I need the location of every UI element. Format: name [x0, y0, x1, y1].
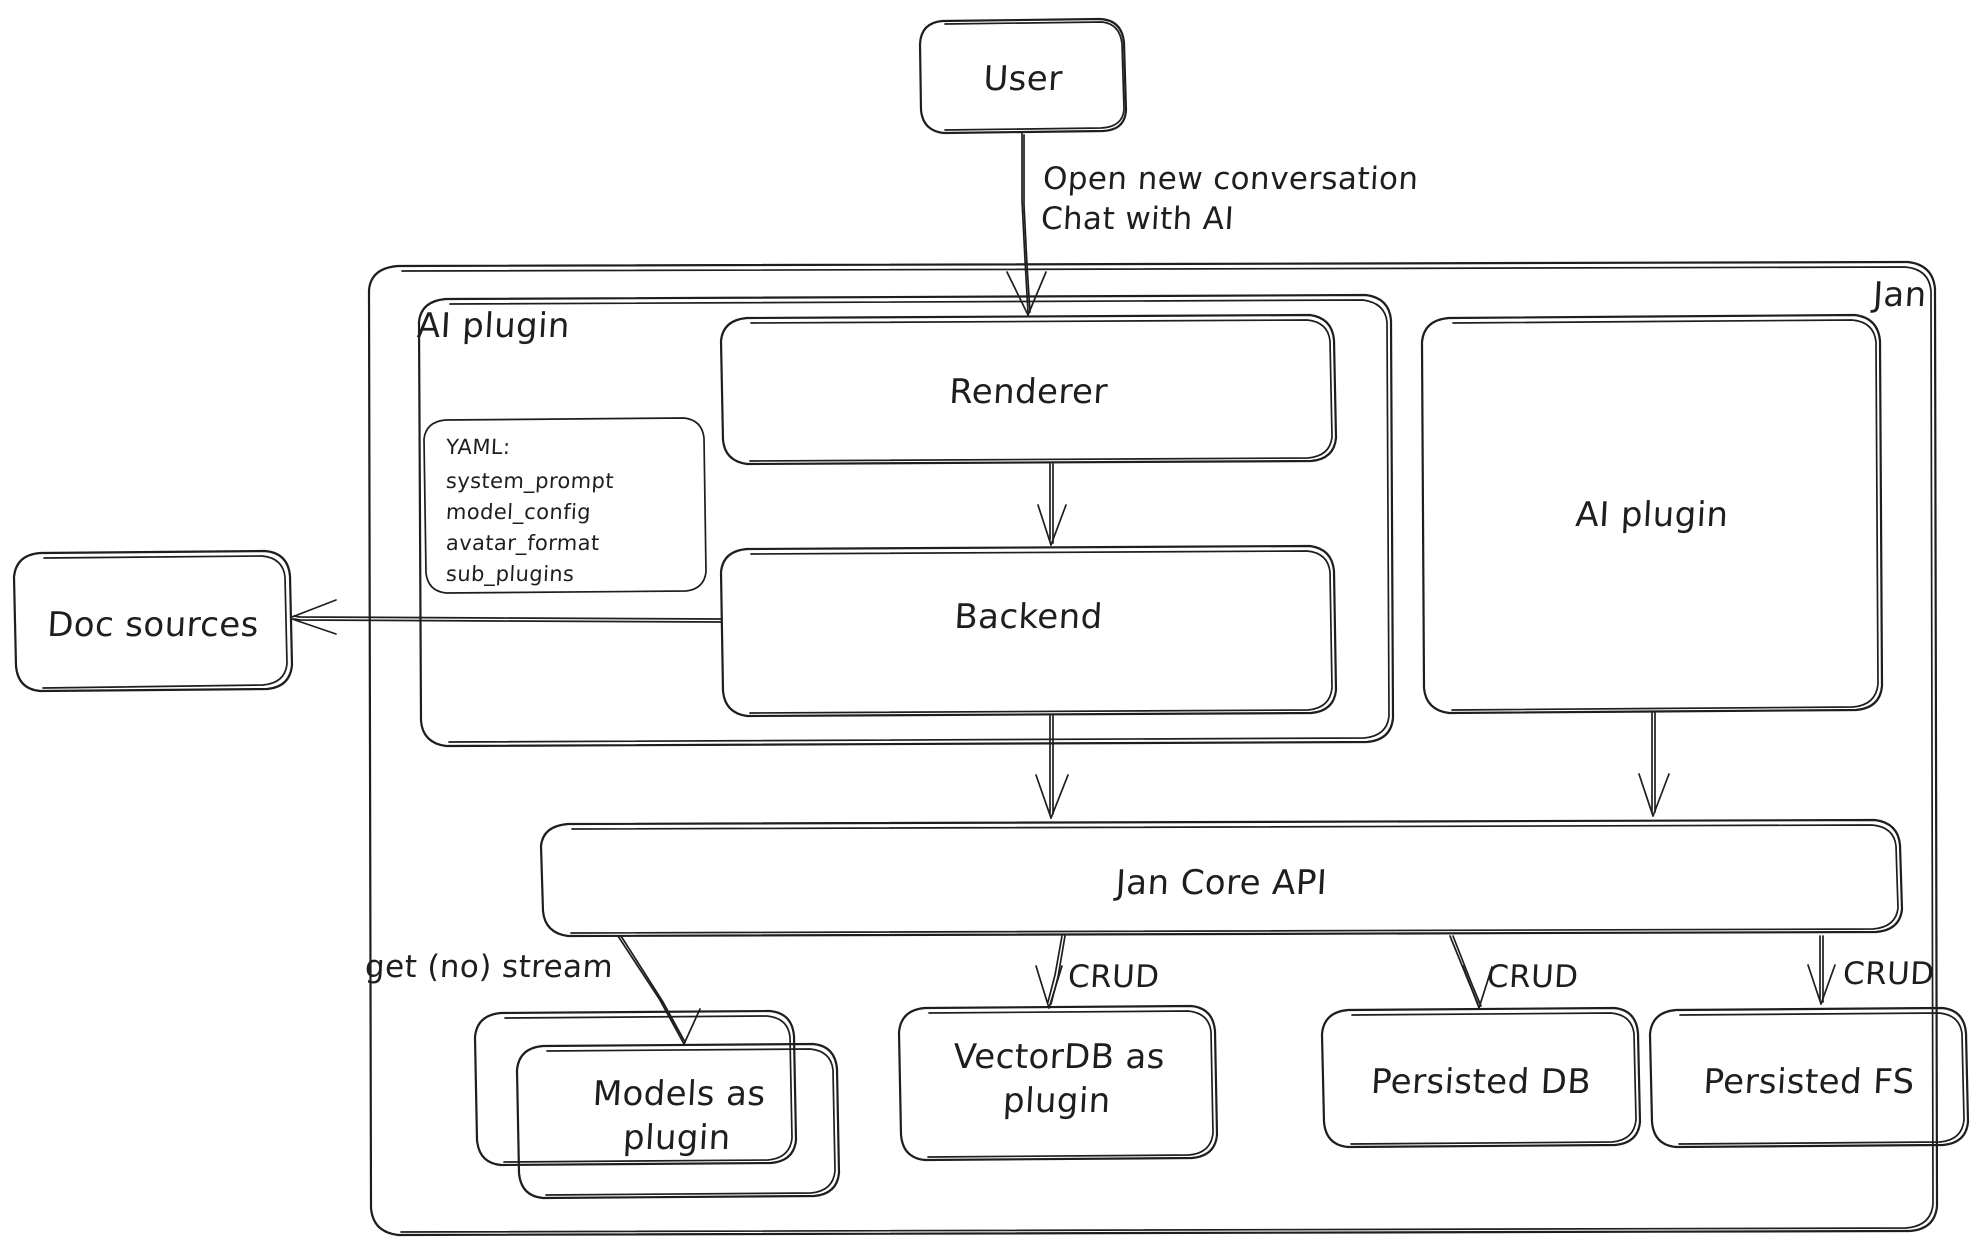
- user-node-label[interactable]: User: [982, 59, 1064, 99]
- edge-backend-to-core: [1035, 715, 1069, 819]
- ai-plugin-group-label: AI plugin: [415, 306, 571, 346]
- jan-core-api-node-outline: [539, 818, 1904, 938]
- edge-core-to-vectordb: [1035, 935, 1066, 1009]
- yaml-config-item-system-prompt: system_prompt: [445, 469, 615, 493]
- edge-backend-to-doc-sources: [291, 599, 722, 635]
- yaml-config-item-sub-plugins: sub_plugins: [445, 562, 576, 586]
- renderer-node-label[interactable]: Renderer: [948, 372, 1109, 412]
- edge-user-to-renderer: [1006, 132, 1047, 316]
- edge-label-crud-persisted-fs: CRUD: [1842, 956, 1936, 992]
- yaml-config-item-model-config: model_config: [445, 500, 592, 524]
- edge-core-to-persisted-db: [1449, 935, 1493, 1009]
- models-plugin-front-outline: [515, 1042, 841, 1200]
- edge-core-to-persisted-fs: [1807, 935, 1836, 1005]
- doc-sources-node-outline: [12, 549, 294, 693]
- backend-node-label[interactable]: Backend: [953, 597, 1104, 637]
- renderer-node-outline: [719, 313, 1338, 466]
- jan-container-label: Jan: [1871, 275, 1928, 315]
- yaml-config-title: YAML:: [445, 435, 512, 459]
- ai-plugin-group-outline: [417, 293, 1395, 748]
- backend-node-outline: [719, 544, 1338, 718]
- yaml-config-item-avatar-format: avatar_format: [445, 531, 601, 555]
- edge-label-crud-persisted-db: CRUD: [1486, 959, 1580, 995]
- vectordb-plugin-node-outline: [897, 1004, 1219, 1162]
- ai-plugin-node-label[interactable]: AI plugin: [1574, 495, 1730, 535]
- persisted-db-node-label[interactable]: Persisted DB: [1369, 1062, 1593, 1102]
- edge-renderer-to-backend: [1037, 463, 1067, 546]
- edge-label-get-no-stream: get (no) stream: [364, 949, 615, 985]
- user-node-outline: [918, 17, 1128, 135]
- persisted-fs-node-label[interactable]: Persisted FS: [1702, 1062, 1916, 1102]
- ai-plugin-node-outline: [1420, 313, 1884, 715]
- models-plugin-node-label[interactable]: Models as plugin: [591, 1074, 767, 1158]
- persisted-db-node-outline: [1320, 1006, 1642, 1149]
- persisted-fs-node-outline: [1648, 1006, 1970, 1149]
- jan-core-api-node-label[interactable]: Jan Core API: [1114, 863, 1329, 903]
- jan-container-outline: [367, 260, 1939, 1237]
- vectordb-plugin-node-label[interactable]: VectorDB as plugin: [952, 1037, 1167, 1121]
- doc-sources-node-label[interactable]: Doc sources: [46, 605, 260, 645]
- edge-ai-plugin-to-core: [1638, 712, 1670, 817]
- edge-label-open-new-conversation: Open new conversation Chat with AI: [1040, 161, 1420, 237]
- models-plugin-back-outline: [473, 1009, 798, 1167]
- edge-core-to-models: [617, 935, 701, 1045]
- yaml-config-box-outline: [423, 417, 707, 594]
- edge-label-crud-vectordb: CRUD: [1067, 959, 1161, 995]
